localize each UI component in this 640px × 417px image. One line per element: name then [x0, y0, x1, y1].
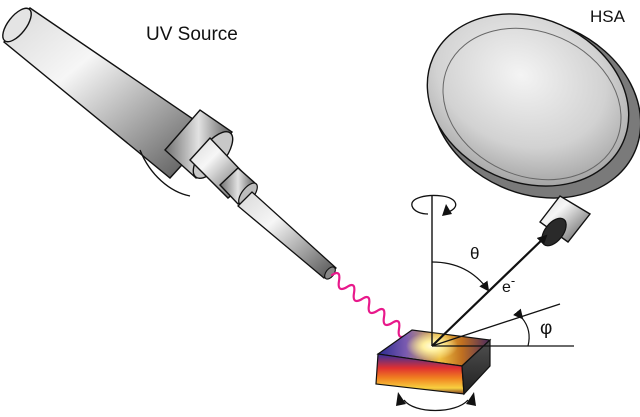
theta-label: θ — [470, 244, 479, 263]
uv-source-label: UV Source — [146, 24, 238, 45]
sample — [376, 330, 490, 394]
electron-label-sign: - — [511, 273, 515, 288]
uv-source — [0, 4, 337, 281]
uv-source-nozzle — [238, 192, 337, 281]
electron-label-letter: e — [502, 279, 511, 296]
hsa-input-lens — [537, 196, 590, 250]
hsa-analyzer — [400, 0, 640, 250]
phi-arc — [522, 318, 529, 346]
theta-arc — [432, 262, 488, 290]
electron-emission-arrow — [432, 236, 546, 346]
normal-rotation-arrow — [412, 195, 456, 216]
hsa-label: HSA — [590, 7, 626, 26]
phi-label: φ — [540, 318, 552, 339]
